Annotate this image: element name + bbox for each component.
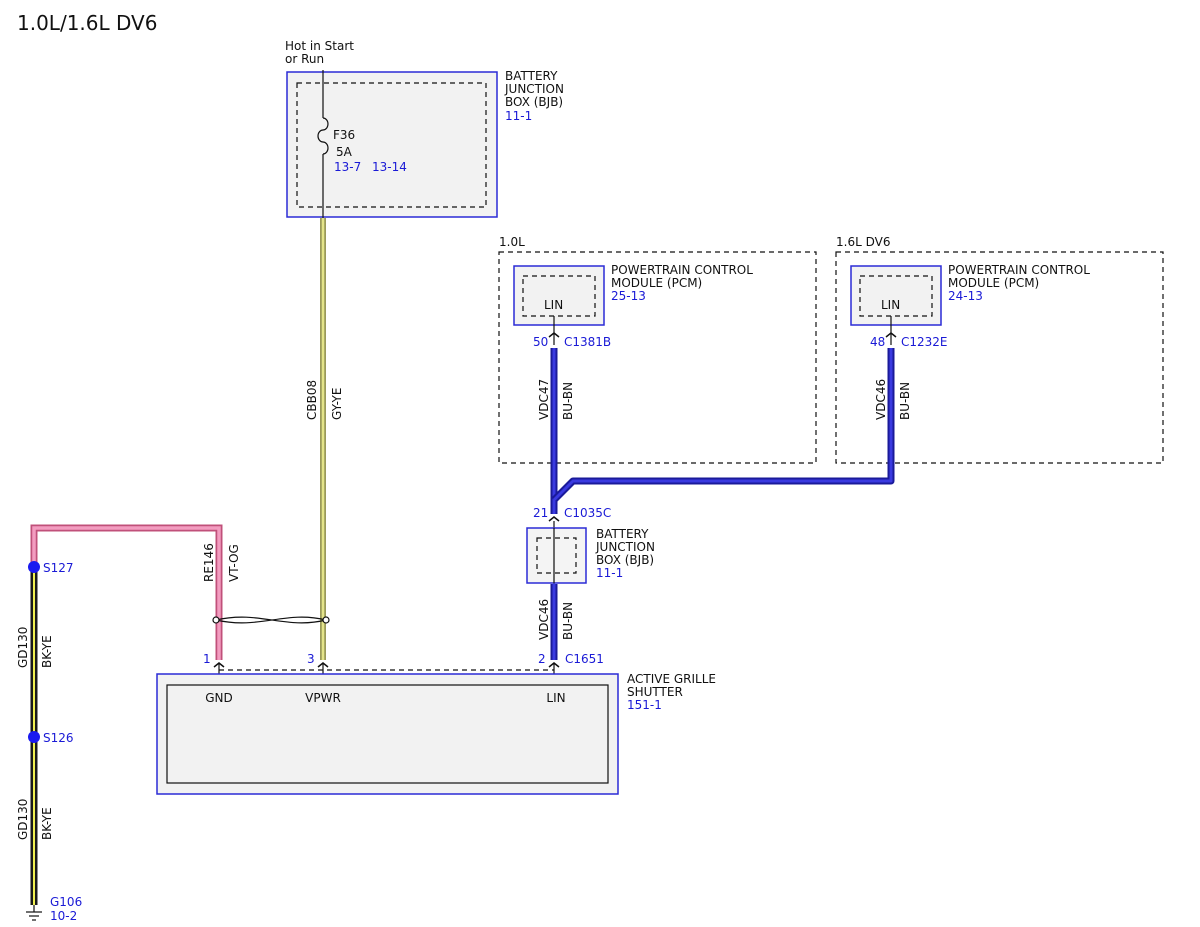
bjb-mid-name-line2: JUNCTION xyxy=(595,540,655,554)
variant-2-label: 1.6L DV6 xyxy=(836,235,890,249)
ground-id: G106 xyxy=(50,895,82,909)
pcm-2-wire-color-label: BU-BN xyxy=(898,382,912,420)
active-grille-shutter-box xyxy=(156,673,619,795)
pcm-2-name-line1: POWERTRAIN CONTROL xyxy=(948,263,1090,277)
battery-junction-box-top xyxy=(286,71,498,218)
variant-frame-1-6l-dv6 xyxy=(835,251,1164,464)
pcm-2-connector-icon xyxy=(885,332,897,338)
pcm-2-circuit-label: VDC46 xyxy=(874,379,888,420)
pcm-1-0l-box xyxy=(513,265,605,326)
ground-upper-circuit-label: GD130 xyxy=(16,627,30,668)
pcm-1-ref: 25-13 xyxy=(611,289,646,303)
ground-symbol-icon xyxy=(26,905,42,921)
splice-s127-icon xyxy=(28,561,40,573)
pcm-1-circuit-label: VDC47 xyxy=(537,379,551,420)
pcm-2-name-line2: MODULE (PCM) xyxy=(948,276,1039,290)
pcm-1-name-line1: POWERTRAIN CONTROL xyxy=(611,263,753,277)
pcm-1-6l-box xyxy=(850,265,942,326)
ground-upper-wire-color-label: BK-YE xyxy=(40,635,54,668)
fuse-id: F36 xyxy=(333,128,355,142)
variant-1-label: 1.0L xyxy=(499,235,525,249)
pcm-1-pin-label: LIN xyxy=(544,298,563,312)
ground-lower-wire-color-label: BK-YE xyxy=(40,807,54,840)
fuse-pin-in: 13-7 xyxy=(334,160,361,174)
ags-ref: 151-1 xyxy=(627,698,662,712)
ground-lower-circuit-label: GD130 xyxy=(16,799,30,840)
ags-pin3-label: VPWR xyxy=(305,691,341,705)
pcm-1-connector-id: C1381B xyxy=(564,335,611,349)
page-title: 1.0L/1.6L DV6 xyxy=(17,11,157,35)
bjb-top-ref: 11-1 xyxy=(505,109,532,123)
lin-ags-wire-color-label: BU-BN xyxy=(561,602,575,640)
pcm-2-pin-number: 48 xyxy=(870,335,885,349)
ags-name-line1: ACTIVE GRILLE xyxy=(627,672,716,686)
power-wire-color-label: GY-YE xyxy=(330,388,344,420)
wire-lin-pcm-2 xyxy=(551,348,895,503)
pcm-1-connector-icon xyxy=(548,332,560,338)
power-source-line2: or Run xyxy=(285,52,324,66)
ags-pin3-number: 3 xyxy=(307,652,315,666)
bjb-mid-pin-number: 21 xyxy=(533,506,548,520)
pcm-2-ref: 24-13 xyxy=(948,289,983,303)
lin-ags-circuit-label: VDC46 xyxy=(537,599,551,640)
gnd-feed-wire-color-label: VT-OG xyxy=(227,544,241,582)
splice-upper-label: S127 xyxy=(43,561,74,575)
bjb-top-outline xyxy=(286,71,498,218)
battery-junction-box-mid xyxy=(526,527,587,584)
ags-pin1-number: 1 xyxy=(203,652,211,666)
fuse-rating: 5A xyxy=(336,145,353,159)
bjb-mid-connector-icon xyxy=(548,516,560,522)
ags-pin1-label: GND xyxy=(205,691,233,705)
bjb-mid-connector-id: C1035C xyxy=(564,506,611,520)
pcm-2-connector-id: C1232E xyxy=(901,335,948,349)
bjb-top-name-line2: JUNCTION xyxy=(504,82,564,96)
power-source-line1: Hot in Start xyxy=(285,39,354,53)
ags-pin2-number: 2 xyxy=(538,652,546,666)
bjb-top-inner-boundary xyxy=(296,82,487,208)
splice-lower-label: S126 xyxy=(43,731,74,745)
power-circuit-label: CBB08 xyxy=(305,380,319,420)
pcm-1-wire-color-label: BU-BN xyxy=(561,382,575,420)
wire-gnd-feed-vt-og xyxy=(30,524,223,660)
bjb-top-name-line1: BATTERY xyxy=(505,69,558,83)
ags-name-line2: SHUTTER xyxy=(627,685,683,699)
ags-pin2-label: LIN xyxy=(546,691,565,705)
ags-connector-id: C1651 xyxy=(565,652,604,666)
fuse-f36-icon xyxy=(317,117,329,155)
variant-frame-1-0l xyxy=(498,251,817,464)
bjb-top-name-line3: BOX (BJB) xyxy=(505,95,563,109)
pcm-1-name-line2: MODULE (PCM) xyxy=(611,276,702,290)
bjb-mid-ref: 11-1 xyxy=(596,566,623,580)
bjb-mid-name-line3: BOX (BJB) xyxy=(596,553,654,567)
fuse-pin-out: 13-14 xyxy=(372,160,407,174)
gnd-feed-circuit-label: RE146 xyxy=(202,543,216,582)
ground-ref: 10-2 xyxy=(50,909,77,923)
pcm-2-pin-label: LIN xyxy=(881,298,900,312)
splice-s126-icon xyxy=(28,731,40,743)
pcm-1-pin-number: 50 xyxy=(533,335,548,349)
twisted-pair-icon xyxy=(212,616,330,624)
bjb-mid-name-line1: BATTERY xyxy=(596,527,649,541)
